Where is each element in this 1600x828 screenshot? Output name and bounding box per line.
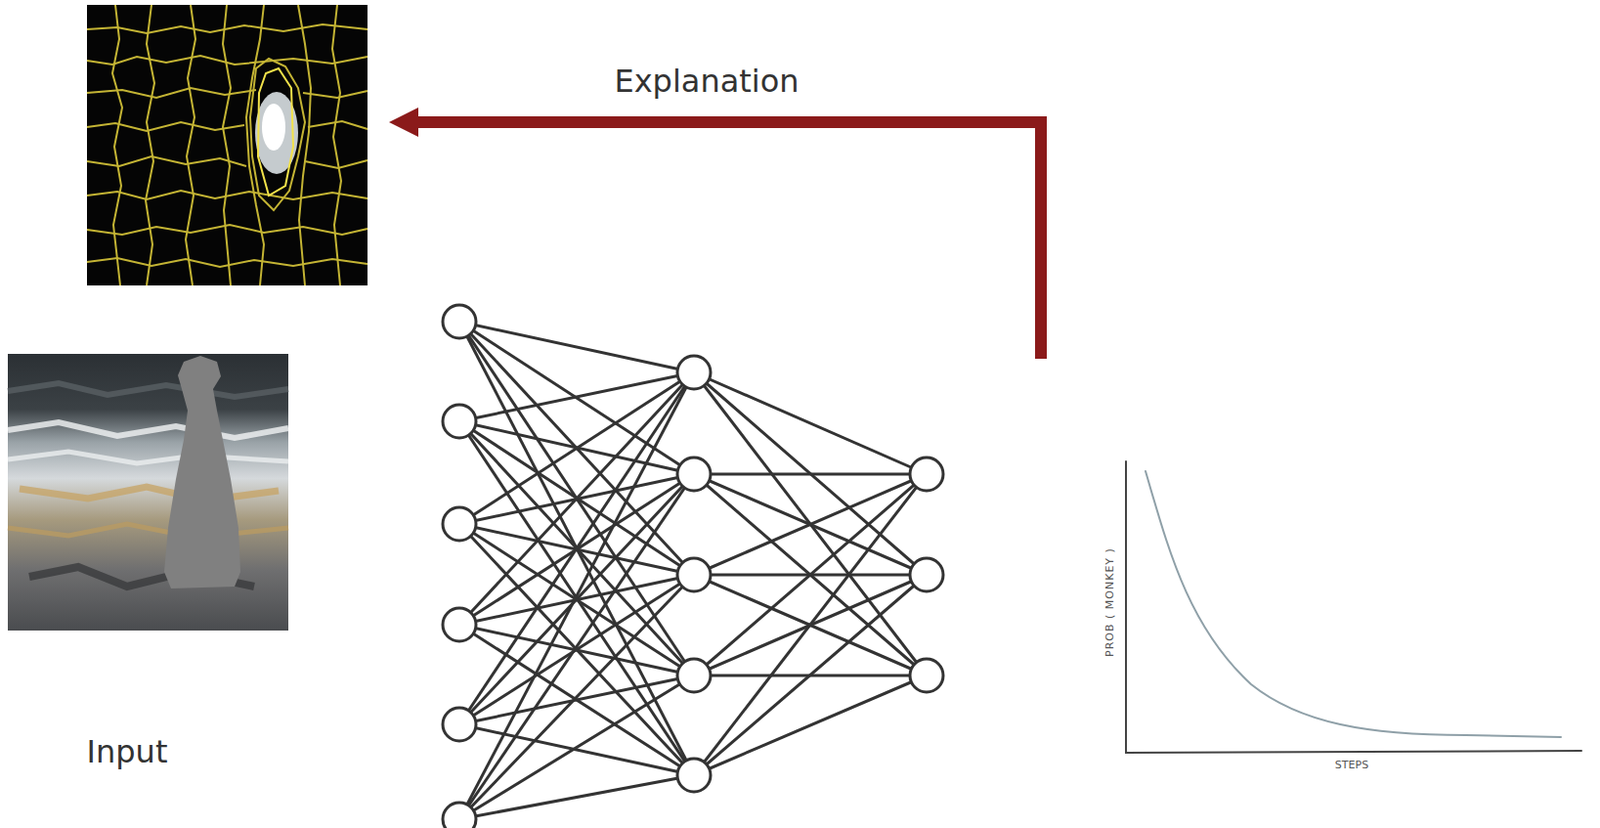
network-connection bbox=[693, 574, 927, 776]
neuron bbox=[677, 457, 711, 491]
network-connection bbox=[459, 675, 694, 725]
network-connection bbox=[459, 675, 694, 820]
network-connection bbox=[693, 474, 927, 575]
probability-plot bbox=[1125, 461, 1582, 753]
network-connection bbox=[459, 523, 694, 776]
network-connection bbox=[459, 474, 694, 725]
network-connection bbox=[693, 372, 927, 575]
neuron bbox=[677, 658, 711, 692]
network-connection bbox=[459, 372, 694, 625]
network-connection bbox=[693, 474, 927, 575]
neuron bbox=[909, 558, 944, 592]
network-connection bbox=[459, 372, 694, 820]
neuron bbox=[677, 558, 711, 592]
neuron bbox=[442, 304, 476, 339]
network-connection bbox=[459, 775, 694, 820]
network-connection bbox=[693, 473, 927, 476]
axis-label: STEPS bbox=[1335, 759, 1369, 772]
network-connection bbox=[693, 675, 927, 776]
neuron bbox=[677, 355, 711, 390]
network-connection bbox=[459, 372, 694, 725]
network-connection bbox=[459, 321, 694, 475]
neuron bbox=[442, 707, 476, 741]
input-image bbox=[7, 353, 289, 631]
neuron bbox=[442, 404, 476, 438]
neuron bbox=[677, 758, 711, 792]
neuron bbox=[442, 507, 476, 541]
input-label: Input bbox=[86, 735, 169, 770]
network-connection bbox=[459, 321, 694, 373]
explanation-image bbox=[86, 4, 368, 286]
network-connection bbox=[459, 372, 694, 524]
neuron bbox=[442, 607, 476, 642]
network-connection bbox=[693, 474, 927, 776]
network-connection bbox=[693, 372, 927, 475]
neuron bbox=[909, 658, 944, 692]
network-connection bbox=[459, 574, 694, 820]
network-connection bbox=[459, 321, 694, 776]
network-connection bbox=[693, 372, 927, 676]
neuron bbox=[442, 802, 476, 828]
neuron bbox=[909, 457, 944, 491]
axis-label: PROB ( MONKEY ) bbox=[1104, 547, 1117, 657]
network-connection bbox=[459, 474, 694, 820]
network-connection bbox=[459, 321, 694, 575]
network-connection bbox=[459, 321, 694, 676]
explanation-arrow bbox=[389, 107, 1041, 359]
arrow-label: Explanation bbox=[613, 64, 799, 99]
network-connection bbox=[693, 474, 927, 676]
network-connection bbox=[693, 474, 927, 676]
neural-network bbox=[442, 304, 944, 828]
